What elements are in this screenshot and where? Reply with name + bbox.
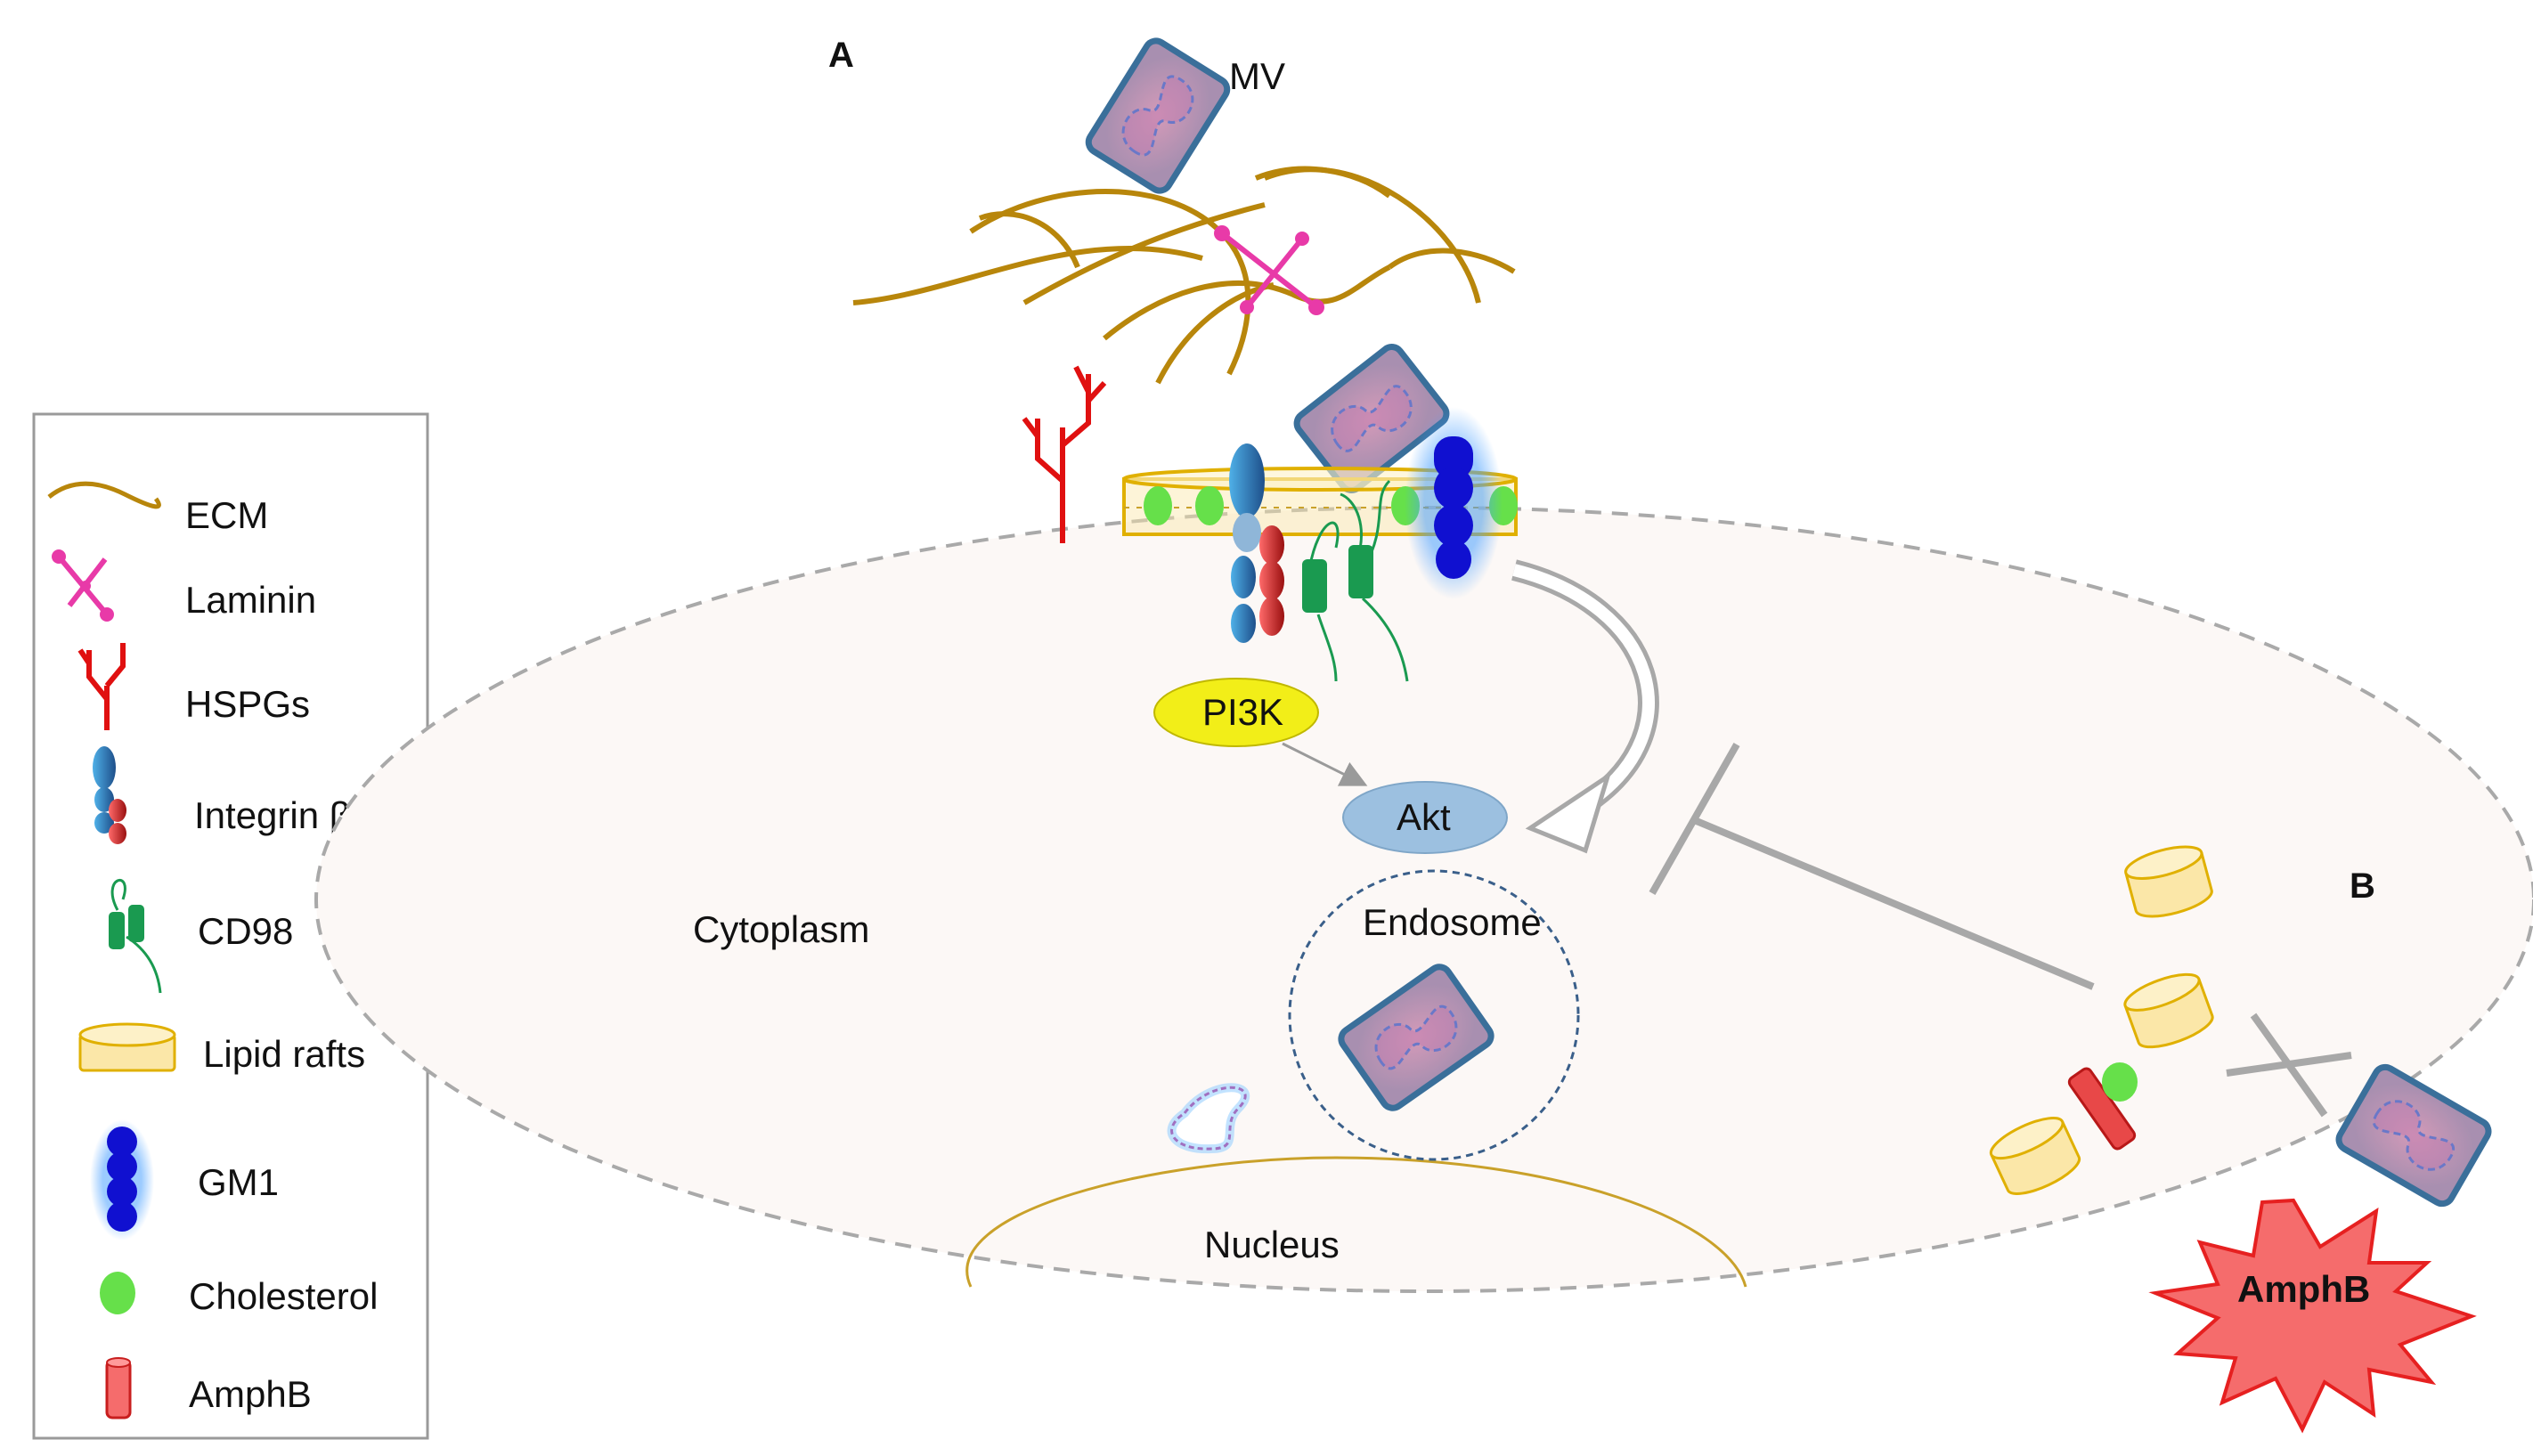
amphb-burst: AmphB [2148, 1198, 2477, 1434]
endosome: Endosome [1288, 869, 1580, 1161]
legend-label: Lipid rafts [203, 1033, 365, 1075]
inhibition-bar [1649, 743, 2095, 990]
hspg-icon [77, 643, 126, 730]
laminin-molecule [1214, 225, 1324, 315]
released-cargo [1167, 1083, 1250, 1154]
nucleus: Nucleus [965, 1156, 1747, 1288]
legend-item-cholesterol: Cholesterol [100, 1272, 378, 1317]
akt-node: Akt [1342, 781, 1508, 854]
ecm-network [852, 166, 1516, 385]
legend-label: HSPGs [185, 683, 310, 725]
legend-label: CD98 [198, 910, 293, 952]
cholesterol-icon [100, 1272, 135, 1314]
amphb-icon [105, 1357, 132, 1419]
legend-label: Laminin [185, 579, 316, 621]
microvesicle-top [1085, 37, 1232, 194]
integrin-icon [93, 746, 126, 844]
pi3k-node: PI3K [1153, 678, 1319, 747]
mv-label: MV [1229, 55, 1285, 97]
gm1-icon [90, 1119, 154, 1240]
legend-item-laminin: Laminin [52, 549, 316, 622]
cell-membrane [314, 506, 2533, 1293]
hspg-molecule [1022, 365, 1107, 543]
legend-label: Cholesterol [189, 1275, 378, 1317]
integrin-beta1-molecule [1229, 443, 1284, 643]
legend-item-lipid-rafts: Lipid rafts [78, 1022, 365, 1075]
nucleus-label: Nucleus [1204, 1224, 1340, 1265]
panel-label-b: B [2350, 866, 2375, 906]
pi3k-label: PI3K [1202, 691, 1283, 733]
laminin-icon [52, 549, 114, 622]
panel-label-a: A [828, 36, 854, 75]
amphb-burst-label: AmphB [2237, 1268, 2370, 1310]
legend-label: ECM [185, 494, 268, 536]
legend-item-amphb: AmphB [105, 1357, 312, 1419]
lipid-raft-icon [78, 1022, 176, 1072]
cd98-icon [109, 878, 162, 994]
uptake-curved-arrow [1511, 559, 1659, 854]
cell [314, 506, 2533, 1293]
pi3k-to-akt-arrow [1282, 742, 1368, 786]
legend-item-cd98: CD98 [109, 878, 293, 994]
cytoplasm-label: Cytoplasm [693, 908, 869, 950]
endosome-label: Endosome [1363, 901, 1542, 943]
nucleus-envelope [965, 1156, 1747, 1288]
cd98-molecule [1302, 479, 1409, 682]
gm1-molecule [1405, 407, 1503, 599]
amphb-cholesterol-complex [2067, 1062, 2138, 1151]
legend-item-ecm: ECM [47, 481, 268, 536]
legend-item-gm1: GM1 [90, 1119, 279, 1240]
akt-label: Akt [1397, 796, 1451, 838]
blocked-arrow [2226, 1013, 2352, 1118]
ecm-fiber-icon [47, 481, 161, 509]
legend-label: AmphB [189, 1373, 312, 1415]
legend-label: GM1 [198, 1161, 279, 1203]
legend-item-hspgs: HSPGs [77, 643, 310, 730]
